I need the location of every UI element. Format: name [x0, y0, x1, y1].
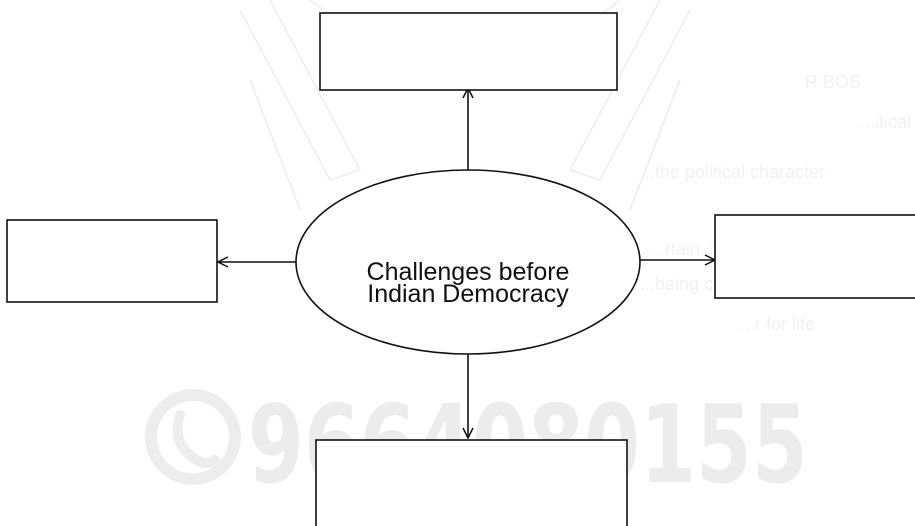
center-label-line2: Indian Democracy: [367, 280, 569, 308]
box-left: [6, 219, 218, 303]
box-top: [319, 12, 618, 91]
ghost-line: ...r for life: [740, 314, 815, 334]
box-bottom: [315, 439, 628, 526]
center-ellipse: [295, 169, 641, 355]
whatsapp-phone-icon: [145, 389, 241, 485]
ghost-line: R BOS: [805, 72, 861, 92]
ghost-line: ...the political character: [640, 162, 825, 182]
box-right: [714, 214, 915, 299]
center-label-line1: Challenges before: [367, 258, 570, 286]
ghost-line: ...itical: [860, 112, 911, 132]
